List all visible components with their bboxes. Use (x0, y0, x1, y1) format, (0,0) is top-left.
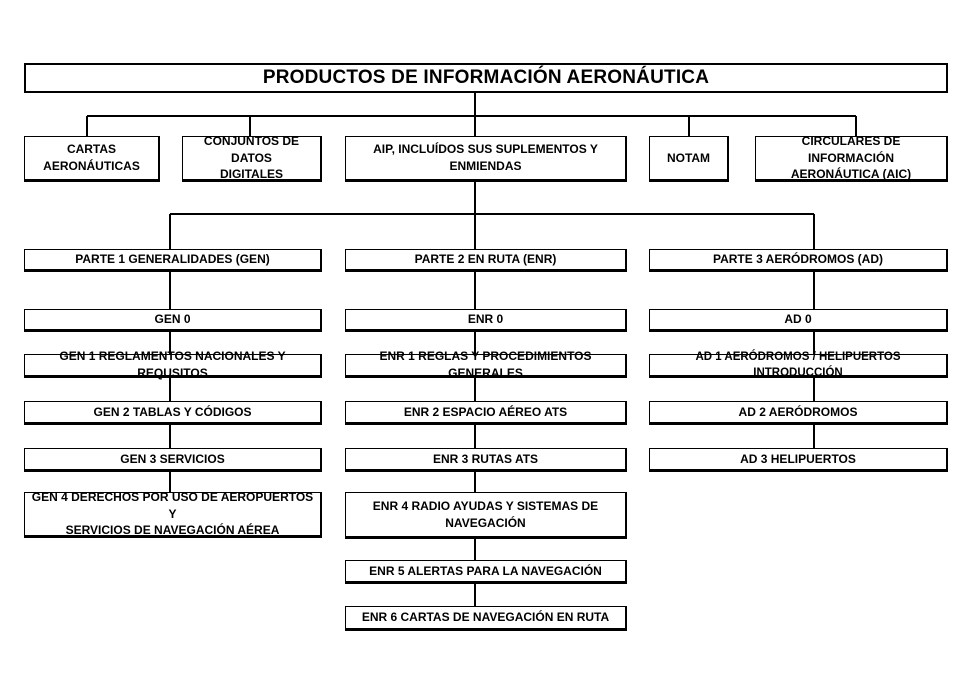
product-label: CARTAS AERONÁUTICAS (43, 142, 140, 173)
ad-0-box: AD 0 (649, 309, 948, 332)
ad-1-box: AD 1 AERÓDROMOS / HELIPUERTOS INTRODUCCI… (649, 351, 948, 379)
ad-2-box: AD 2 AERÓDROMOS (649, 401, 948, 425)
gen-3-box: GEN 3 SERVICIOS (24, 448, 322, 472)
product-aip-box: AIP, INCLUÍDOS SUS SUPLEMENTOS Y ENMIEND… (345, 136, 627, 182)
enr-3-box: ENR 3 RUTAS ATS (345, 448, 627, 472)
enr-1-box: ENR 1 REGLAS Y PROCEDIMIENTOS GENERALES (345, 349, 627, 380)
product-label: CIRCULARES DE INFORMACIÓN AERONÁUTICA (A… (790, 133, 912, 182)
gen-0-box: GEN 0 (24, 309, 322, 332)
enr-0-box: ENR 0 (345, 309, 627, 332)
product-label: AIP, INCLUÍDOS SUS SUPLEMENTOS Y ENMIEND… (373, 142, 598, 173)
ad-3-box: AD 3 HELIPUERTOS (649, 448, 948, 472)
product-label: CONJUNTOS DE DATOS DIGITALES (203, 133, 300, 182)
product-conjuntos-box: CONJUNTOS DE DATOS DIGITALES (182, 133, 322, 182)
gen-1-box: GEN 1 REGLAMENTOS NACIONALES Y REQUSITOS (24, 349, 322, 380)
gen-4-box: GEN 4 DERECHOS POR USO DE AEROPUERTOS Y … (24, 490, 322, 538)
part-2-header: PARTE 2 EN RUTA (ENR) (345, 249, 627, 272)
product-label: NOTAM (666, 150, 711, 165)
product-cartas-box: CARTAS AERONÁUTICAS (24, 136, 160, 182)
enr-2-box: ENR 2 ESPACIO AÉREO ATS (345, 401, 627, 425)
enr-6-box: ENR 6 CARTAS DE NAVEGACIÓN EN RUTA (345, 606, 627, 631)
part-3-header: PARTE 3 AERÓDROMOS (AD) (649, 249, 948, 272)
enr-5-box: ENR 5 ALERTAS PARA LA NAVEGACIÓN (345, 560, 627, 584)
diagram-title-box: PRODUCTOS DE INFORMACIÓN AERONÁUTICA (24, 63, 948, 93)
product-circulares-box: CIRCULARES DE INFORMACIÓN AERONÁUTICA (A… (755, 133, 948, 182)
product-notam-box: NOTAM (649, 136, 729, 182)
part-1-header: PARTE 1 GENERALIDADES (GEN) (24, 249, 322, 272)
enr-4-box: ENR 4 RADIO AYUDAS Y SISTEMAS DE NAVEGAC… (345, 492, 627, 539)
gen-2-box: GEN 2 TABLAS Y CÓDIGOS (24, 401, 322, 425)
diagram-title: PRODUCTOS DE INFORMACIÓN AERONÁUTICA (262, 66, 710, 88)
